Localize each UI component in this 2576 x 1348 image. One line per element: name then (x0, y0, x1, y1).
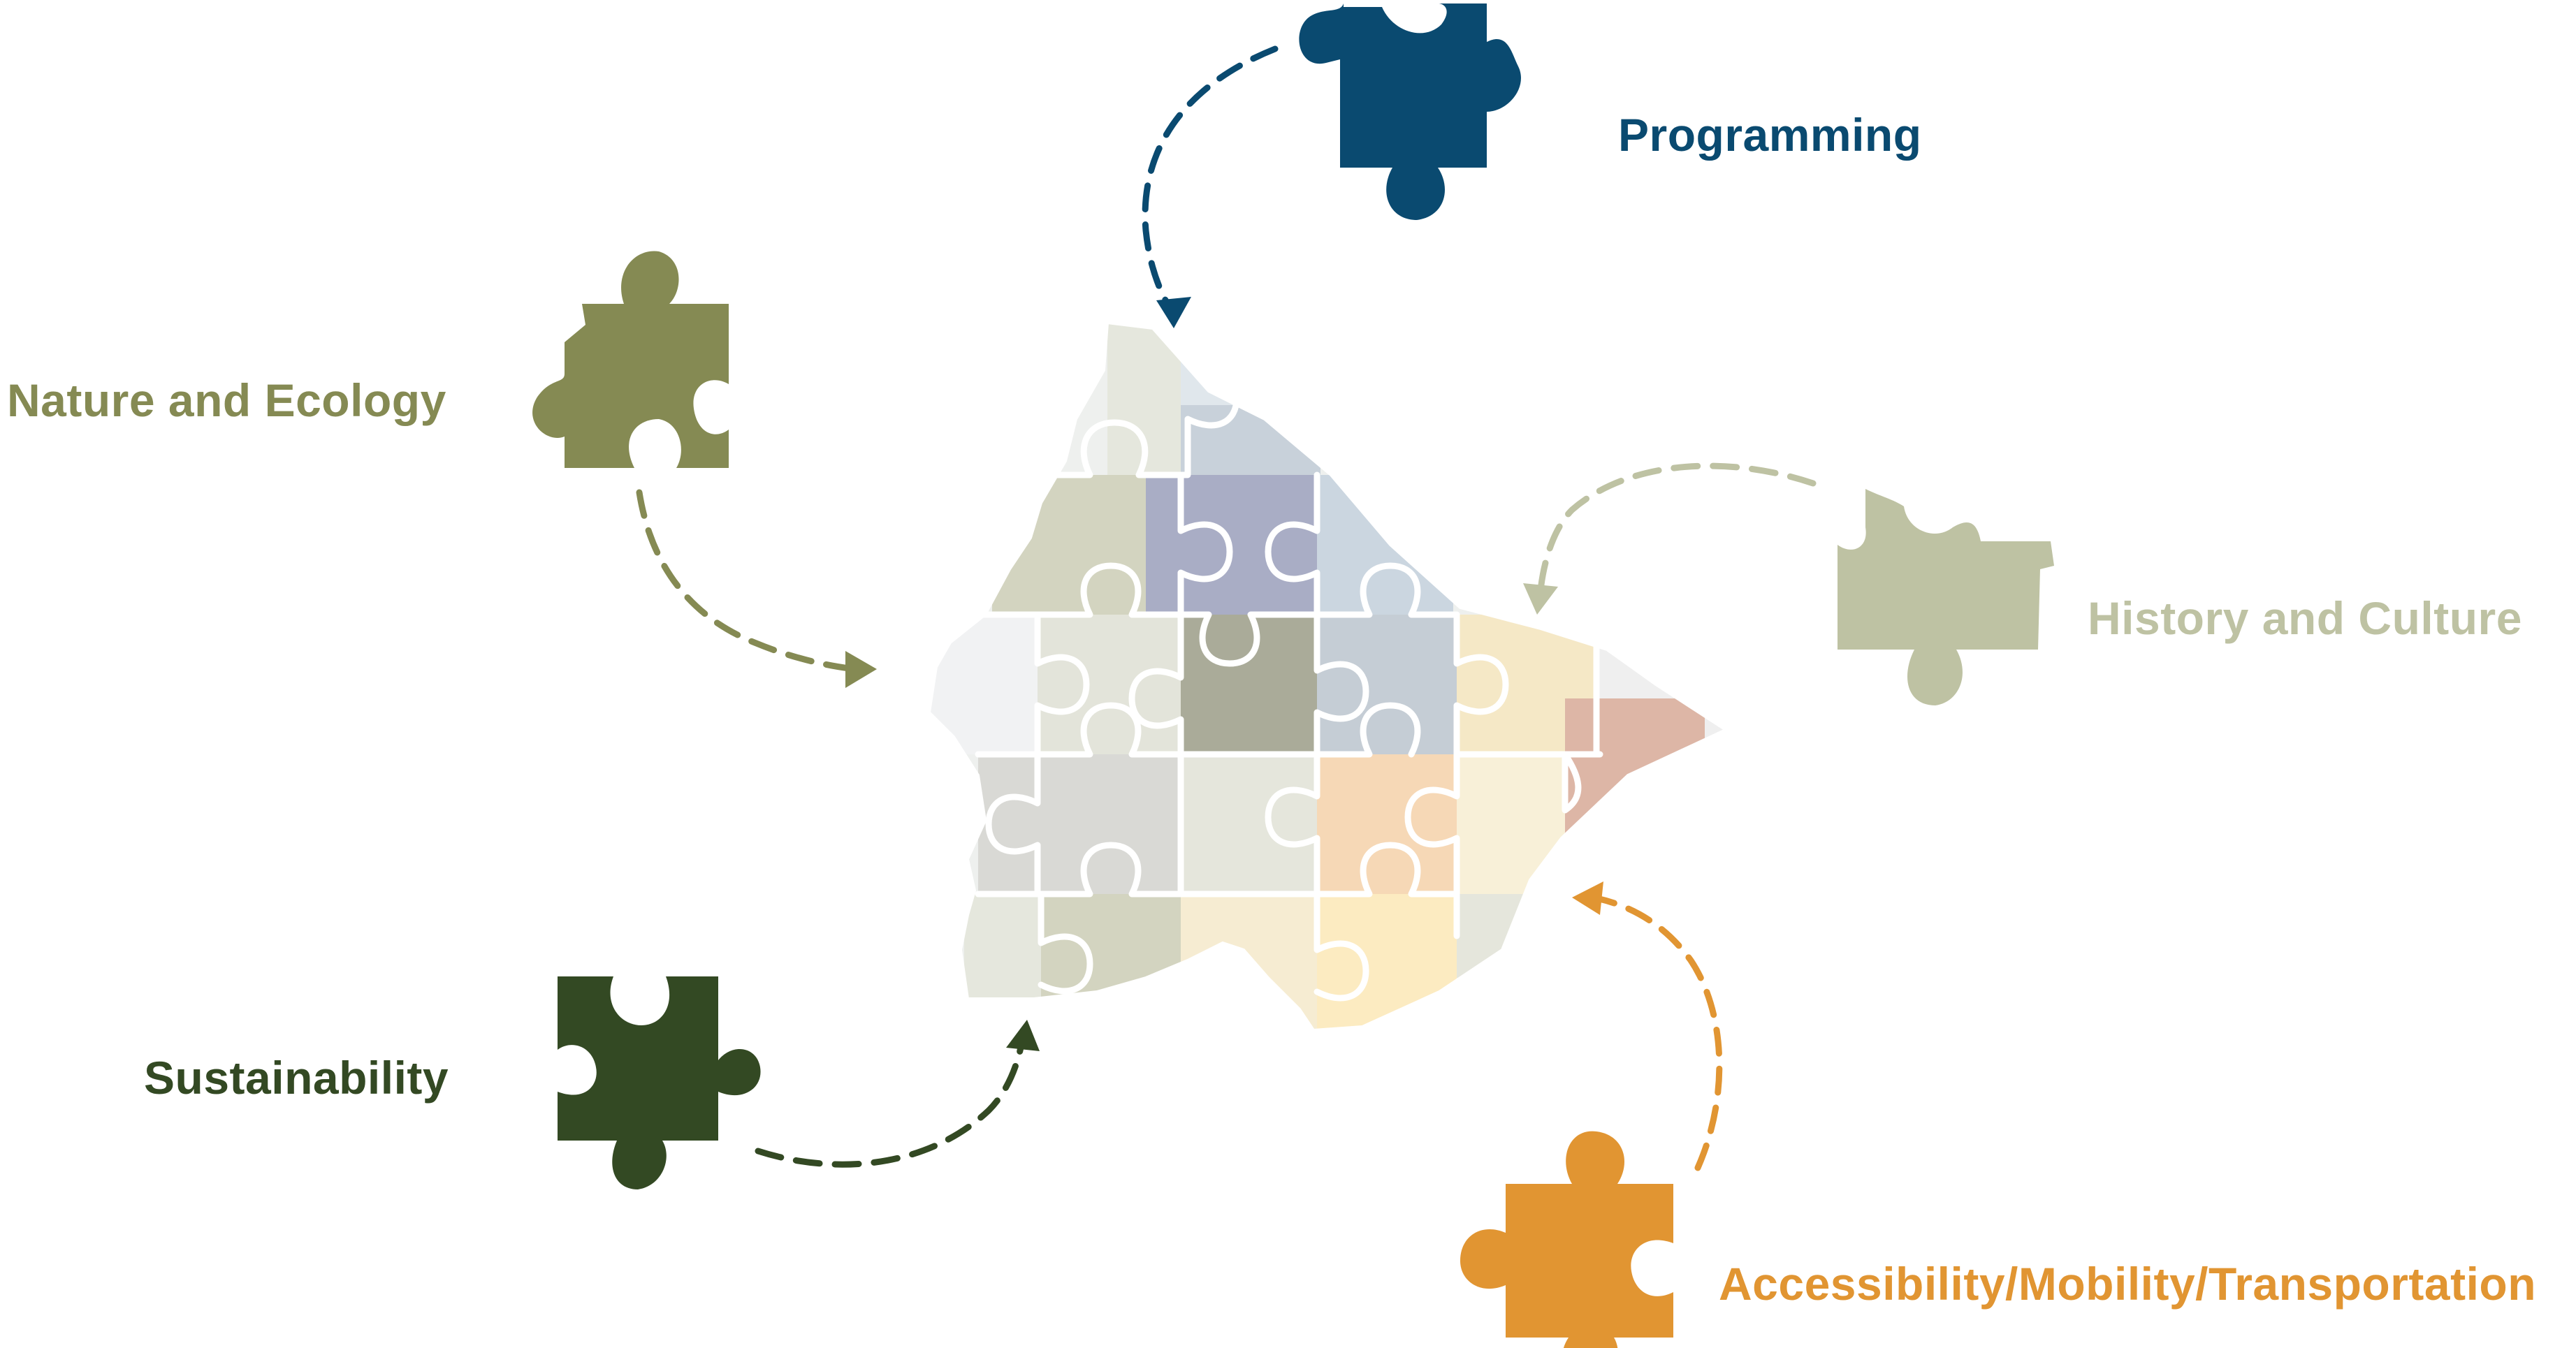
arrowhead-history (1523, 583, 1558, 615)
topic-label-sustainability: Sustainability (144, 1052, 449, 1104)
arrowhead-sustainability (1006, 1020, 1040, 1051)
puzzle-piece-icon (532, 251, 729, 468)
arrow-nature (636, 489, 859, 673)
map-tile (1317, 475, 1453, 615)
map-tile (1565, 698, 1705, 852)
topic-label-accessibility: Accessibility/Mobility/Transportation (1719, 1258, 2537, 1310)
arrow-history (1537, 462, 1817, 594)
map-tile (929, 615, 1038, 754)
arrow-access (1589, 894, 1723, 1171)
map-tile (1317, 754, 1457, 894)
topic-label-history-culture: History and Culture (2088, 592, 2522, 644)
map-tile (1038, 615, 1181, 754)
map-tile (1317, 894, 1457, 1030)
arrowhead-access (1572, 881, 1603, 915)
map-tile (978, 754, 1181, 894)
arrow-programming (1142, 45, 1279, 318)
puzzle-piece-icon (558, 976, 761, 1189)
topic-label-programming: Programming (1618, 109, 1922, 161)
arrowhead-programming (1156, 297, 1191, 328)
arrow-sustainability (755, 1041, 1025, 1168)
arrowhead-nature (845, 651, 877, 688)
topic-label-nature-ecology: Nature and Ecology (7, 374, 446, 426)
puzzle-piece-icon (1299, 3, 1521, 220)
puzzle-piece-icon (1460, 1131, 1673, 1348)
puzzle-map-icon (927, 321, 1729, 1032)
puzzle-piece-icon (1838, 489, 2054, 705)
map-tile (1317, 615, 1457, 754)
map-tile (1181, 754, 1317, 894)
